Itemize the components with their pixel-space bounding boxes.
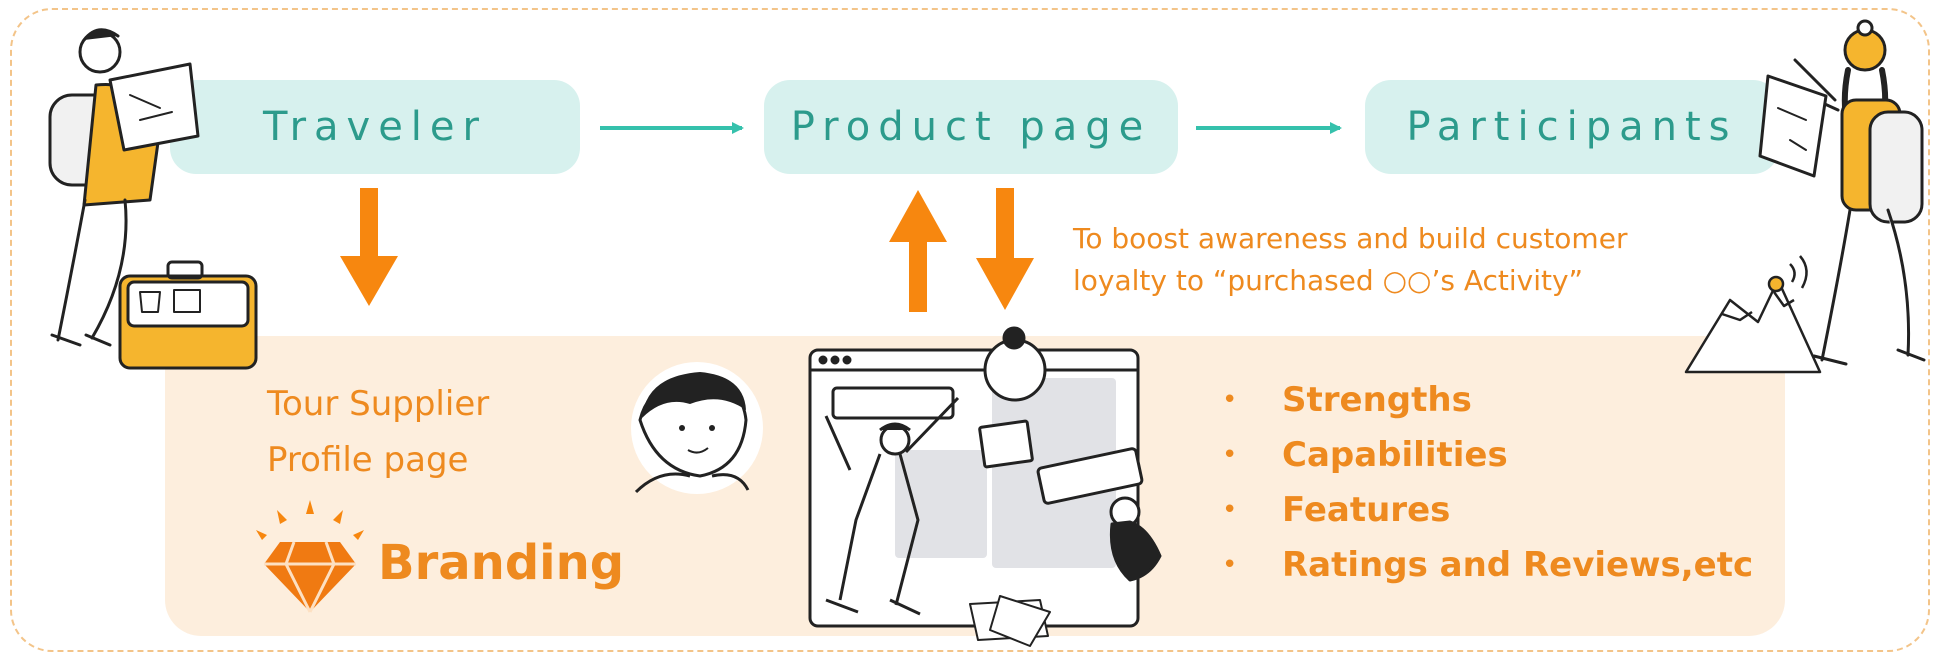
mountain-illustration bbox=[1684, 255, 1822, 374]
profile-line-2: Profile page bbox=[267, 440, 469, 480]
traveler-with-map-illustration bbox=[48, 28, 200, 347]
hiker-with-map-illustration bbox=[1758, 19, 1926, 366]
up-arrow-product bbox=[889, 190, 947, 312]
team-on-browser-illustration bbox=[808, 326, 1162, 647]
note-line-2: loyalty to “purchased ○○’s Activity” bbox=[1073, 264, 1584, 297]
product-page-node: Product page bbox=[764, 80, 1178, 174]
diagram-frame bbox=[10, 8, 1930, 652]
branding-label: Branding bbox=[378, 535, 625, 591]
note-line-1: To boost awareness and build customer bbox=[1073, 222, 1628, 255]
profile-line-1: Tour Supplier bbox=[267, 384, 490, 424]
list-item: Capabilities bbox=[1222, 428, 1753, 483]
list-item: Features bbox=[1222, 483, 1753, 538]
list-item: Strengths bbox=[1222, 373, 1753, 428]
down-arrow-product bbox=[976, 188, 1034, 310]
participants-node: Participants bbox=[1365, 80, 1779, 174]
participants-label: Participants bbox=[1406, 104, 1738, 150]
loyalty-note: To boost awareness and build customer lo… bbox=[1073, 218, 1713, 302]
traveler-label: Traveler bbox=[263, 104, 487, 150]
feature-list: Strengths Capabilities Features Ratings … bbox=[1222, 373, 1753, 593]
suitcase-illustration bbox=[118, 260, 258, 370]
person-face-illustration bbox=[631, 362, 763, 494]
diamond-icon bbox=[256, 500, 364, 613]
supplier-profile-label: Tour Supplier Profile page bbox=[267, 376, 489, 488]
traveler-node: Traveler bbox=[170, 80, 580, 174]
down-arrow-traveler bbox=[340, 188, 398, 306]
list-item: Ratings and Reviews,etc bbox=[1222, 538, 1753, 593]
product-page-label: Product page bbox=[790, 104, 1152, 150]
